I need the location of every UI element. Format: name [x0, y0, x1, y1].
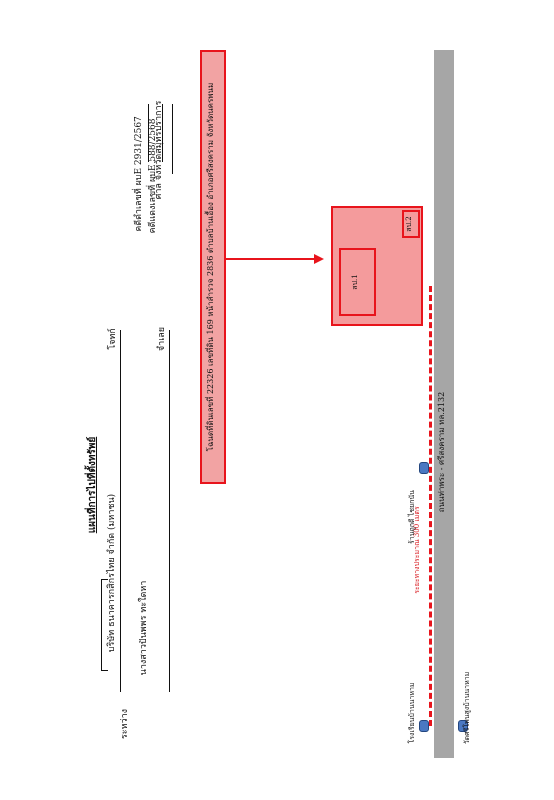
shop-marker-icon [419, 462, 429, 474]
temple-marker-icon [458, 720, 468, 732]
property-caption-box [200, 50, 226, 484]
plaintiff-underline [120, 330, 121, 692]
school-landmark-label: โรงเรียนบ้านนาหาม [408, 682, 416, 744]
road-label: ถนนท่าพระ - ศรีสงคราม ทล.2132 [437, 391, 446, 513]
temple-landmark-label: วัดศรีโพนสูงบ้านนาหาม [463, 671, 471, 745]
defendant-underline [169, 330, 170, 692]
road [434, 50, 454, 758]
party-bracket [101, 579, 108, 671]
plot-2-label: สป.2 [405, 216, 413, 232]
shop-landmark-label: ร้านถูกดี ไชยกนัน [408, 490, 416, 544]
school-marker-icon [419, 720, 429, 732]
red-case-underline [162, 104, 163, 162]
property-plot [331, 206, 423, 326]
plot-1-label: สป.1 [351, 274, 359, 290]
plot-1-box [339, 248, 376, 316]
distance-dashed-line [429, 286, 432, 726]
court-underline [172, 104, 173, 174]
plot-2-box [402, 210, 420, 238]
black-case-underline [148, 104, 149, 162]
